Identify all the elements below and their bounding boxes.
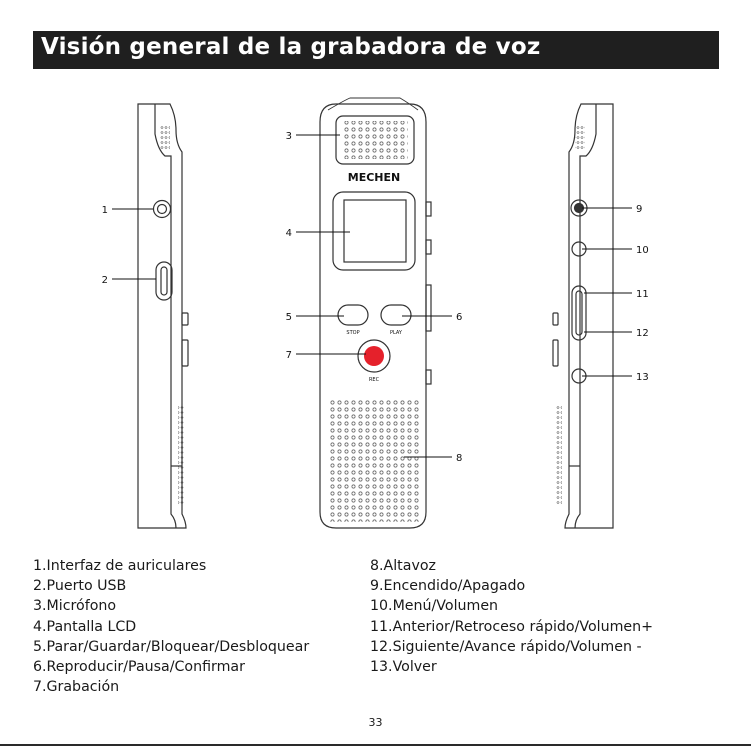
callout-12: 12: [636, 328, 649, 339]
stop-button-label: STOP: [346, 330, 359, 336]
callout-7: 7: [286, 350, 292, 361]
callout-6: 6: [456, 312, 462, 323]
legend-item: 5.Parar/Guardar/Bloquear/Desbloquear: [33, 638, 310, 655]
callout-9: 9: [636, 204, 642, 215]
callout-11: 11: [636, 289, 649, 300]
callout-5: 5: [286, 312, 292, 323]
legend-item: 8.Altavoz: [370, 558, 436, 574]
legend-item: 1.Interfaz de auriculares: [33, 558, 207, 574]
page-number: 33: [368, 716, 383, 729]
legend-item: 9.Encendido/Apagado: [370, 578, 526, 595]
callout-13: 13: [636, 372, 649, 383]
callout-10: 10: [636, 245, 649, 256]
callout-4: 4: [286, 228, 292, 239]
callout-1: 1: [102, 205, 108, 216]
callout-2: 2: [102, 275, 108, 286]
left-side-view: [137, 103, 189, 529]
legend-item: 11.Anterior/Retroceso rápido/Volumen+: [370, 618, 654, 635]
legend-item: 6.Reproducir/Pausa/Confirmar: [33, 659, 245, 676]
brand-logo: MECHEN: [348, 171, 400, 184]
legend-right: 8.Altavoz 9.Encendido/Apagado 10.Menú/Vo…: [370, 556, 653, 677]
legend-item: 7.Grabación: [33, 679, 120, 696]
play-button-label: PLAY: [390, 330, 403, 336]
title-bar: Visión general de la grabadora de voz: [33, 31, 719, 69]
callout-3: 3: [286, 131, 292, 142]
device-diagram: MECHEN STOP PLAY REC 1 2 3 4 5: [102, 97, 649, 529]
callout-lines: [112, 134, 632, 458]
legend-item: 2.Puerto USB: [33, 578, 127, 595]
legend-item: 10.Menú/Volumen: [370, 598, 499, 615]
legend-left: 1.Interfaz de auriculares 2.Puerto USB 3…: [33, 556, 309, 697]
bottom-divider: [0, 744, 751, 746]
front-view: [319, 97, 432, 529]
page-title: Visión general de la grabadora de voz: [41, 34, 541, 60]
legend-item: 3.Micrófono: [33, 598, 117, 615]
right-side-view: [552, 103, 614, 529]
rec-button-label: REC: [369, 377, 380, 383]
rec-button-dot: [364, 346, 384, 366]
callout-8: 8: [456, 453, 462, 464]
legend-item: 13.Volver: [370, 659, 437, 676]
legend-item: 4.Pantalla LCD: [33, 618, 137, 635]
legend-item: 12.Siguiente/Avance rápido/Volumen -: [370, 638, 642, 655]
